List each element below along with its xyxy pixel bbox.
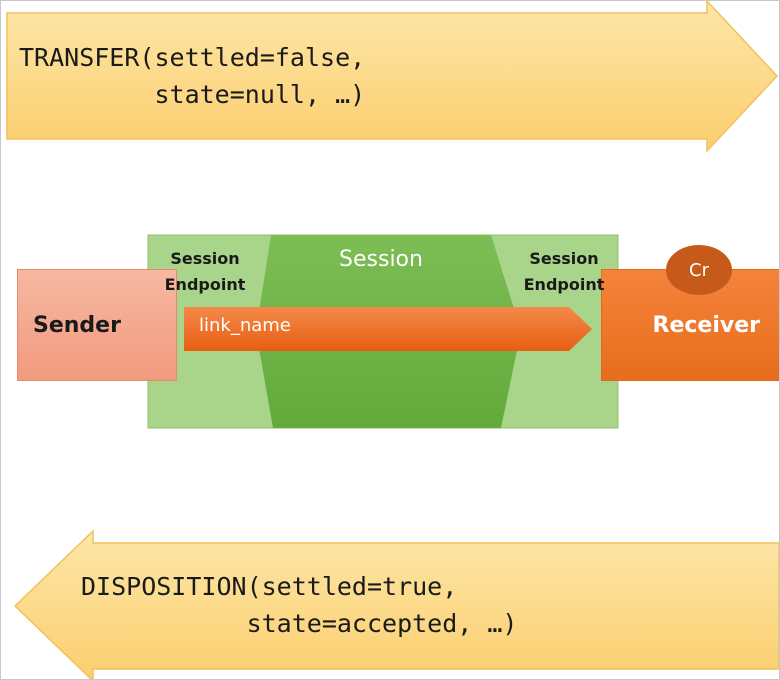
left-endpoint-line-1: Session — [170, 249, 240, 268]
receiver-badge-label: Cr — [689, 259, 709, 281]
link-label: link_name — [199, 315, 291, 336]
sender-label: Sender — [33, 312, 121, 338]
link-arrow — [184, 307, 592, 351]
transfer-line-1: TRANSFER(settled=false, — [19, 43, 366, 72]
receiver-badge: Cr — [666, 245, 732, 295]
left-session-endpoint-label: Session Endpoint — [145, 246, 265, 298]
disposition-line-1: DISPOSITION(settled=true, — [81, 572, 458, 601]
sender-box: Sender — [17, 269, 177, 381]
receiver-label: Receiver — [652, 312, 760, 338]
right-endpoint-line-1: Session — [529, 249, 599, 268]
session-label: Session — [339, 247, 423, 272]
right-session-endpoint-label: Session Endpoint — [504, 246, 624, 298]
transfer-arrow — [6, 1, 779, 153]
right-endpoint-line-2: Endpoint — [523, 275, 605, 294]
disposition-line-2: state=accepted, …) — [81, 609, 518, 638]
disposition-text: DISPOSITION(settled=true, state=accepted… — [81, 568, 518, 642]
disposition-arrow — [13, 529, 779, 679]
left-endpoint-line-2: Endpoint — [164, 275, 246, 294]
transfer-text: TRANSFER(settled=false, state=null, …) — [19, 39, 365, 113]
transfer-line-2: state=null, …) — [19, 80, 366, 109]
